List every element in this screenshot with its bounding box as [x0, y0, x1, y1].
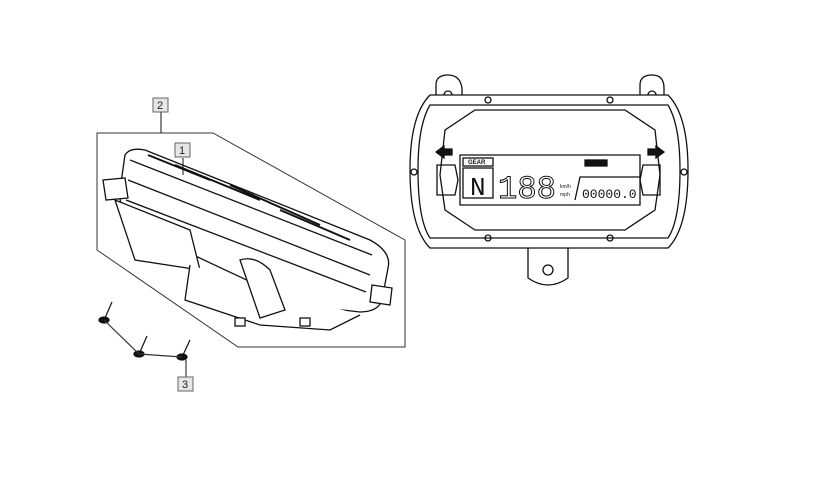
- callout-1-number: 1: [179, 145, 185, 157]
- screws: [98, 301, 191, 361]
- instrument-cluster-side-view: [102, 148, 393, 331]
- instrument-cluster-front-view: GEAR N 188 km/h mph 00000.0: [409, 74, 689, 286]
- speed-unit-alt: mph: [560, 192, 570, 198]
- callout-3-number: 3: [182, 379, 188, 391]
- assembly-frame: [96, 132, 406, 348]
- speed-digits: 188: [498, 171, 556, 208]
- speed-unit: km/h: [560, 184, 571, 190]
- callout-2[interactable]: 2: [152, 97, 169, 113]
- callout-2-number: 2: [157, 100, 163, 112]
- gear-label: GEAR: [468, 160, 486, 166]
- odometer-digits: 00000.0: [582, 187, 637, 202]
- callout-1[interactable]: 1: [174, 142, 191, 158]
- callout-3[interactable]: 3: [177, 376, 194, 392]
- gear-indicator: N: [470, 173, 486, 203]
